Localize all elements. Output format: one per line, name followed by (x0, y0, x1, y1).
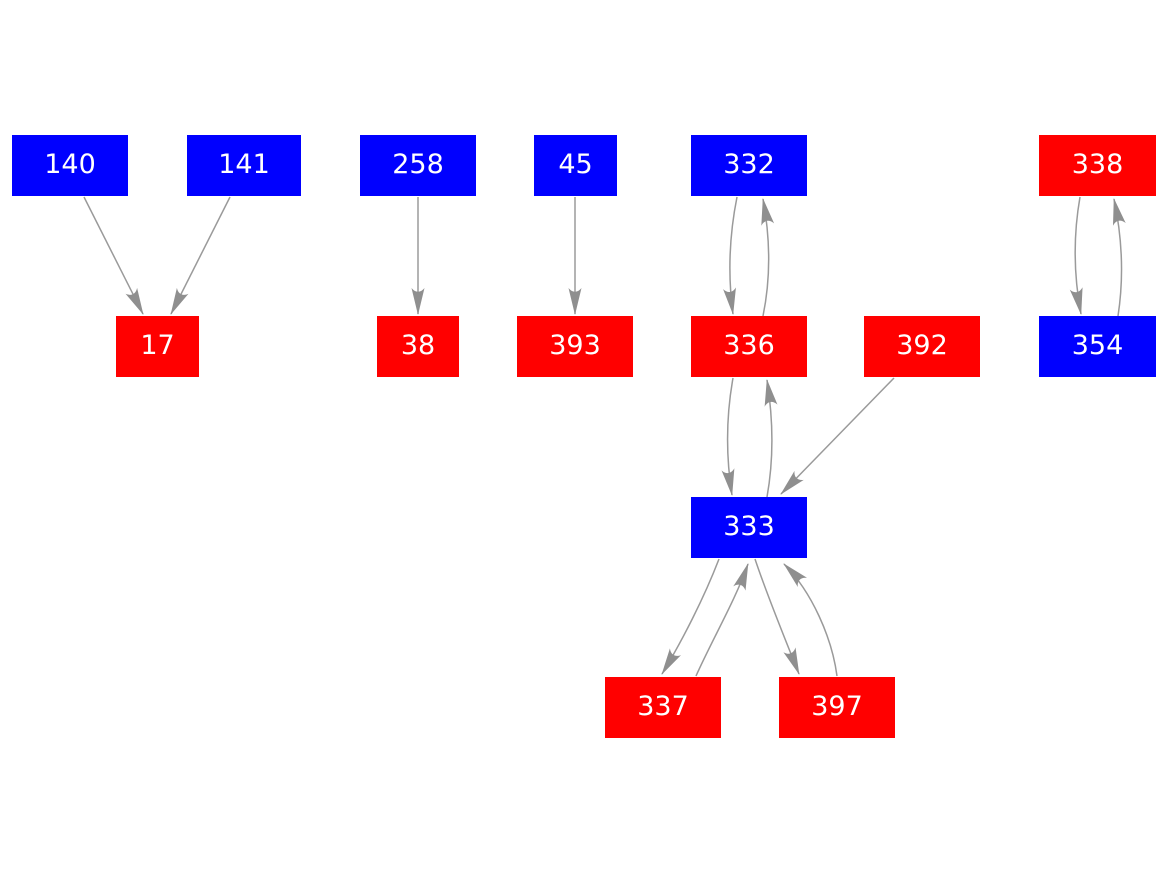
node-17: 17 (116, 316, 199, 377)
node-336: 336 (691, 316, 807, 377)
node-333: 333 (691, 497, 807, 558)
node-label: 397 (811, 691, 863, 722)
node-258: 258 (360, 135, 476, 196)
node-337: 337 (605, 677, 721, 738)
node-38: 38 (377, 316, 459, 377)
node-45: 45 (534, 135, 617, 196)
edge-337-333 (695, 563, 749, 677)
edge-354-338 (1112, 198, 1126, 317)
edge-338-354 (1069, 196, 1083, 315)
edge-333-337 (661, 558, 720, 675)
edge-336-333 (721, 377, 735, 496)
node-label: 354 (1071, 330, 1124, 361)
node-332: 332 (691, 135, 807, 196)
edge-332-336 (723, 196, 738, 315)
node-label: 336 (723, 330, 775, 361)
node-label: 338 (1071, 149, 1124, 180)
node-label: 332 (723, 149, 775, 180)
node-label: 333 (723, 511, 775, 542)
node-141: 141 (187, 135, 301, 196)
node-label: 393 (549, 330, 601, 361)
node-label: 17 (140, 330, 175, 361)
node-label: 141 (218, 149, 270, 180)
node-392: 392 (864, 316, 980, 377)
edge-333-397 (754, 558, 800, 675)
node-label: 258 (392, 149, 444, 180)
node-label: 38 (400, 330, 436, 361)
node-label: 392 (896, 330, 948, 361)
edge-392-333 (780, 377, 895, 495)
node-338: 338 (1039, 135, 1156, 196)
node-140: 140 (12, 135, 128, 196)
node-label: 140 (44, 149, 96, 180)
node-label: 45 (558, 149, 593, 180)
edge-397-333 (783, 563, 838, 677)
node-393: 393 (517, 316, 633, 377)
edge-336-332 (761, 198, 775, 317)
node-397: 397 (779, 677, 895, 738)
edge-141-17 (170, 196, 231, 315)
node-label: 337 (637, 691, 689, 722)
edge-333-336 (764, 379, 778, 498)
edge-140-17 (83, 196, 144, 315)
node-354: 354 (1039, 316, 1156, 377)
